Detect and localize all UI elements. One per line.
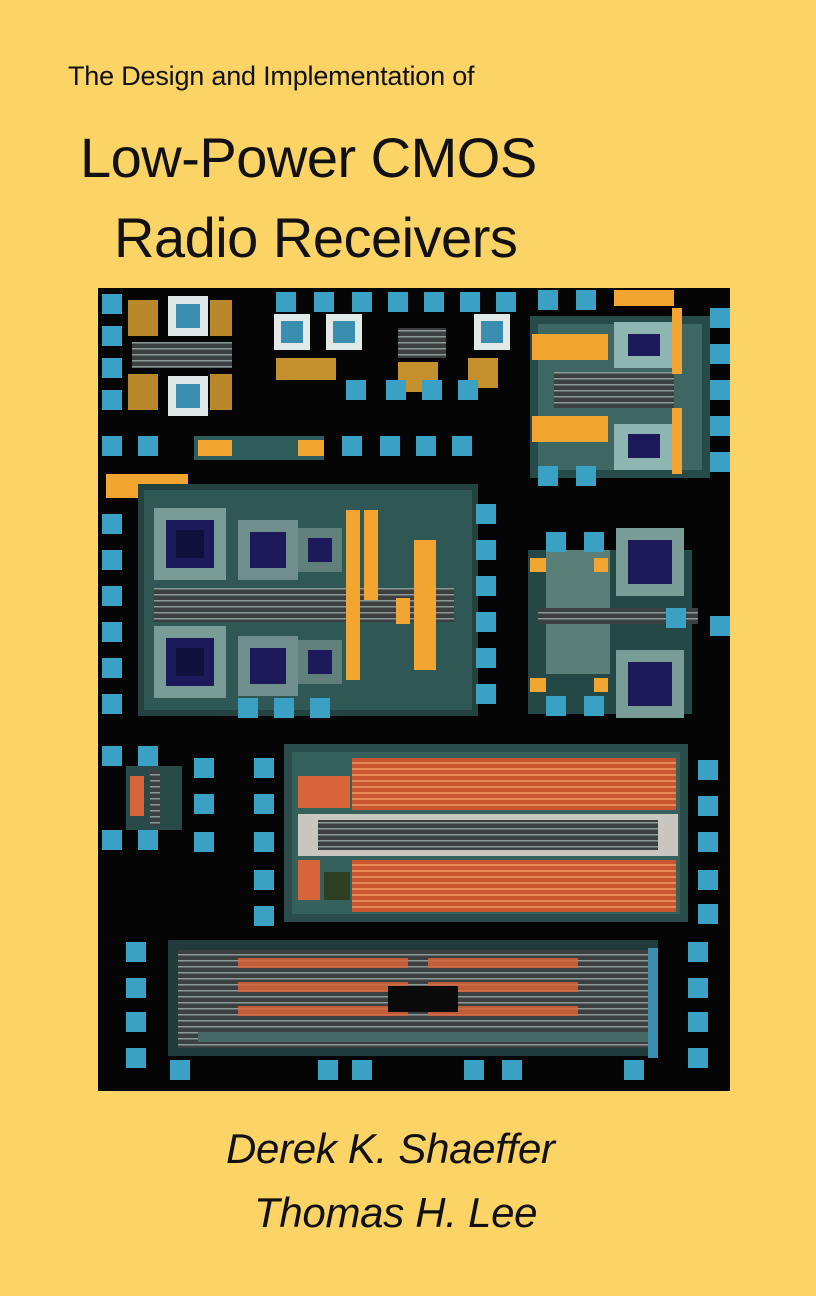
- bond-pad: [126, 942, 146, 962]
- bond-pad: [126, 1048, 146, 1068]
- bond-pad: [666, 608, 686, 628]
- bond-pad: [424, 292, 444, 312]
- book-title-line-1: Low-Power CMOS: [80, 126, 537, 189]
- bond-pad: [710, 452, 730, 472]
- bond-pad: [102, 436, 122, 456]
- bond-pad: [546, 696, 566, 716]
- bond-pad: [688, 1048, 708, 1068]
- bond-pad: [698, 796, 718, 816]
- bond-pad: [238, 698, 258, 718]
- bond-pad: [624, 1060, 644, 1080]
- top-middle-circuit-block: [274, 314, 510, 392]
- top-left-circuit-block: [128, 296, 232, 416]
- bond-pad: [496, 292, 516, 312]
- bond-pad: [458, 380, 478, 400]
- bond-pad: [194, 758, 214, 778]
- bond-pad: [126, 1012, 146, 1032]
- bond-pad-ring: [102, 290, 730, 1080]
- bond-pad: [170, 1060, 190, 1080]
- bond-pad: [194, 832, 214, 852]
- bond-pad: [102, 550, 122, 570]
- bond-pad: [314, 292, 334, 312]
- bond-pad: [698, 760, 718, 780]
- bond-pad: [352, 1060, 372, 1080]
- bond-pad: [698, 904, 718, 924]
- bond-pad: [710, 616, 730, 636]
- bond-pad: [102, 694, 122, 714]
- bond-pad: [102, 326, 122, 346]
- bond-pad: [476, 648, 496, 668]
- bond-pad: [386, 380, 406, 400]
- bond-pad: [194, 794, 214, 814]
- bond-pad: [452, 436, 472, 456]
- chip-die-photo: [98, 288, 730, 1091]
- author-name-1: Derek K. Shaeffer: [226, 1125, 555, 1172]
- bond-pad: [254, 794, 274, 814]
- bond-pad: [460, 292, 480, 312]
- bond-pad: [464, 1060, 484, 1080]
- bond-pad: [102, 622, 122, 642]
- bond-pad: [102, 358, 122, 378]
- bond-pad: [254, 906, 274, 926]
- bond-pad: [310, 698, 330, 718]
- bond-pad: [584, 532, 604, 552]
- small-lower-left-circuit-block: [126, 766, 182, 830]
- book-title-line-2: Radio Receivers: [114, 206, 518, 269]
- bond-pad: [254, 870, 274, 890]
- bond-pad: [102, 746, 122, 766]
- author-name-2: Thomas H. Lee: [254, 1189, 538, 1236]
- bond-pad: [576, 466, 596, 486]
- bond-pad: [538, 466, 558, 486]
- bond-pad: [576, 290, 596, 310]
- bond-pad: [538, 290, 558, 310]
- bond-pad: [346, 380, 366, 400]
- bond-pad: [274, 698, 294, 718]
- bond-pad: [476, 504, 496, 524]
- bond-pad: [502, 1060, 522, 1080]
- bond-pad: [318, 1060, 338, 1080]
- bond-pad: [102, 586, 122, 606]
- bond-pad: [476, 684, 496, 704]
- bond-pad: [276, 292, 296, 312]
- bond-pad: [102, 658, 122, 678]
- bond-pad: [352, 292, 372, 312]
- bond-pad: [476, 612, 496, 632]
- bond-pad: [380, 436, 400, 456]
- bottom-baseband-circuit-block: [168, 940, 658, 1058]
- book-subtitle: The Design and Implementation of: [68, 61, 475, 91]
- bond-pad: [102, 390, 122, 410]
- bond-pad: [546, 532, 566, 552]
- bond-pad: [710, 380, 730, 400]
- bond-pad: [102, 294, 122, 314]
- bond-pad: [710, 416, 730, 436]
- bond-pad: [476, 576, 496, 596]
- bond-pad: [102, 830, 122, 850]
- bond-pad: [388, 292, 408, 312]
- bond-pad: [138, 830, 158, 850]
- bond-pad: [710, 344, 730, 364]
- chip-die-illustration: [102, 290, 730, 1080]
- top-right-circuit-block: [530, 290, 710, 478]
- middle-left-circuit-block: [106, 436, 478, 716]
- bond-pad: [126, 978, 146, 998]
- bond-pad: [688, 1012, 708, 1032]
- bond-pad: [342, 436, 362, 456]
- bond-pad: [584, 696, 604, 716]
- bond-pad: [138, 436, 158, 456]
- bond-pad: [254, 832, 274, 852]
- bond-pad: [102, 514, 122, 534]
- bond-pad: [254, 758, 274, 778]
- bond-pad: [698, 870, 718, 890]
- bond-pad: [688, 978, 708, 998]
- bond-pad: [698, 832, 718, 852]
- bond-pad: [688, 942, 708, 962]
- bond-pad: [422, 380, 442, 400]
- lower-filter-circuit-block: [284, 744, 688, 922]
- bond-pad: [138, 746, 158, 766]
- bond-pad: [476, 540, 496, 560]
- middle-right-circuit-block: [528, 528, 698, 718]
- bond-pad: [710, 308, 730, 328]
- bond-pad: [416, 436, 436, 456]
